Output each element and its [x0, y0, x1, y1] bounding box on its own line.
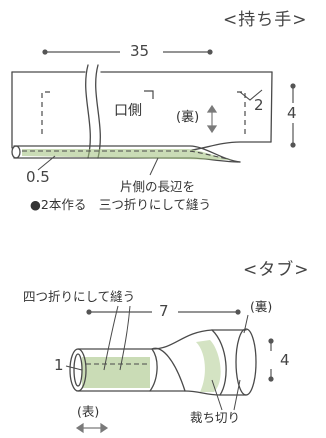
tab-tube-outline [69, 328, 257, 396]
handle-height-value: 4 [287, 104, 297, 122]
tab-diagram [65, 305, 274, 434]
handle-mouth-label: 口側 [114, 103, 142, 119]
tab-fabric-tint [82, 357, 150, 388]
handle-diagram [11, 49, 296, 176]
handle-note-line2: ●2本作る 三つ折りにして縫う [30, 197, 211, 212]
tab-fold-note: 四つ折りにして縫う [23, 289, 136, 304]
handle-note-leader [149, 157, 159, 176]
tab-title: <タブ> [243, 260, 310, 280]
tab-length-dimension-line [86, 309, 241, 315]
handle-margin-leader [37, 155, 56, 171]
handle-fabric-strip [11, 64, 273, 163]
handle-mouth-mark [144, 90, 154, 99]
handle-stitch-line [22, 150, 229, 160]
handle-seam-arrow [239, 89, 263, 101]
handle-right-marking [237, 91, 246, 134]
tab-cut-label: 裁ち切り [190, 410, 241, 425]
tab-front-label: (表) [77, 404, 100, 419]
handle-title: <持ち手> [223, 10, 308, 30]
handle-back-label: (裏) [176, 110, 200, 125]
handle-back-arrow [206, 104, 218, 134]
tab-front-arrow [75, 422, 109, 434]
handle-fabric-tint [22, 149, 232, 160]
tab-back-leader [243, 314, 249, 334]
tab-height-dimension [268, 338, 274, 382]
tab-left-value: 1 [54, 356, 64, 374]
handle-left-marking [41, 91, 50, 134]
handle-width-dimension-line [42, 49, 213, 55]
tab-height-value: 4 [280, 351, 290, 369]
handle-note-line1: 片側の長辺を [120, 179, 196, 194]
tab-length-value: 7 [159, 302, 169, 320]
handle-margin-value: 0.5 [26, 168, 50, 186]
tab-fold-leaders [103, 305, 131, 371]
tab-cut-leaders [211, 379, 241, 411]
handle-seam-value: 2 [254, 96, 264, 114]
tab-left-leader [65, 365, 83, 371]
handle-width-value: 35 [130, 42, 150, 60]
tab-back-label: (裏) [250, 299, 273, 314]
tab-fabric-tint-2 [196, 340, 221, 392]
handle-height-dimension-line [290, 83, 296, 148]
